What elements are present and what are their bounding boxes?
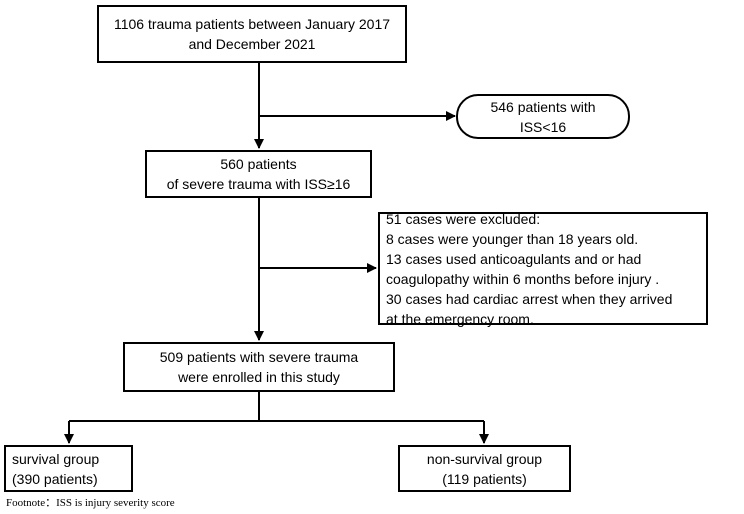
excluded-cases-line6: at the emergency room. [386, 310, 534, 327]
survival-group-box: survival group (390 patients) [4, 445, 133, 492]
enrolled-box: 509 patients with severe trauma were enr… [123, 342, 395, 392]
total-patients-line2: and December 2021 [188, 36, 316, 52]
total-patients-line1: 1106 trauma patients between January 201… [113, 16, 391, 32]
severe-trauma-line2: of severe trauma with ISS≥16 [166, 176, 351, 192]
non-survival-group-line1: non-survival group [426, 450, 543, 467]
severe-trauma-box: 560 patients of severe trauma with ISS≥1… [145, 150, 372, 198]
excluded-cases-line3: 13 cases used anticoagulants and or had [386, 250, 642, 267]
excluded-cases-line4: coagulopathy within 6 months before inju… [386, 270, 660, 287]
survival-group-line1: survival group [12, 450, 100, 467]
survival-group-line2: (390 patients) [12, 470, 98, 487]
non-survival-group-line2: (119 patients) [442, 470, 527, 487]
excluded-cases-line2: 8 cases were younger than 18 years old. [386, 230, 639, 247]
excluded-cases-line1: 51 cases were excluded: [386, 210, 541, 227]
excluded-iss-line1: 546 patients with [490, 98, 596, 115]
enrolled-line1: 509 patients with severe trauma [159, 349, 359, 365]
excluded-iss-box: 546 patients with ISS<16 [456, 94, 630, 139]
enrolled-line2: were enrolled in this study [178, 369, 340, 385]
excluded-cases-line5: 30 cases had cardiac arrest when they ar… [386, 290, 673, 307]
severe-trauma-line1: 560 patients [220, 156, 297, 172]
excluded-iss-line2: ISS<16 [519, 118, 567, 135]
total-patients-box: 1106 trauma patients between January 201… [97, 5, 407, 63]
non-survival-group-box: non-survival group (119 patients) [398, 445, 571, 492]
excluded-cases-box: 51 cases were excluded: 8 cases were you… [378, 210, 708, 327]
footnote: Footnote：ISS is injury severity score [6, 497, 175, 509]
